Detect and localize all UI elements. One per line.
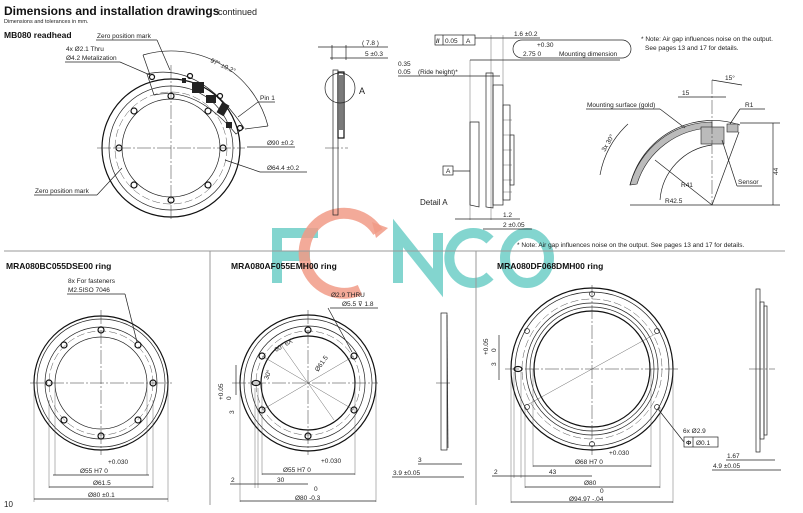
ring1-title: MRA080BC055DSE00 ring: [6, 261, 111, 271]
ring2-d80: Ø80 -0.3: [295, 495, 321, 502]
ring1-d61-5: Ø61.5: [93, 480, 111, 487]
ring2-tol: +0.030: [321, 458, 341, 465]
r1-label: R1: [745, 102, 754, 109]
continued-label: continued: [218, 7, 257, 17]
ring3-side-4-9: 4.9 ±0.05: [713, 463, 740, 470]
ring2-vtol-1: +0.05: [218, 383, 225, 400]
ring1-d80: Ø80 ±0.1: [88, 492, 115, 499]
ride-height-tolerance: 0.35: [398, 61, 411, 68]
fasteners-label-2: M2.5ISO 7046: [68, 287, 110, 294]
holes-label-2: Ø4.2 Metalization: [66, 55, 117, 62]
note-air-gap-1: * Note: Air gap influences noise on the …: [641, 36, 773, 43]
ring3-title: MRA080DF068DMH00 ring: [497, 261, 603, 271]
r42-5-label: R42.5: [665, 198, 683, 205]
ring2-vtol-2: 0: [226, 396, 233, 400]
ring3-dim-43: 43: [549, 469, 557, 476]
detail-a-title: Detail A: [420, 198, 448, 207]
angle-dimension: 97° ±0.2°: [209, 57, 237, 76]
dim-1-2: 1.2: [503, 212, 512, 219]
mounting-dimension-label: Mounting dimension: [559, 51, 618, 58]
ring2-thru-label: Ø2.9 THRU: [331, 292, 365, 299]
r41-label: R41: [681, 182, 693, 189]
ring2-angle-30: 30°: [262, 368, 273, 380]
mount-value: 2.75 0: [523, 51, 541, 58]
pin1-label: Pin 1: [260, 95, 275, 102]
mount-tolerance: +0.30: [537, 42, 554, 49]
position-value: Ø0.1: [696, 440, 710, 447]
ring2-dim-30: 30: [277, 477, 285, 484]
ring3-holes-label: 6x Ø2.9: [683, 428, 706, 435]
sensor-label: Sensor: [738, 179, 759, 186]
zero-mark-label-bottom: Zero position mark: [35, 188, 90, 195]
ring3-vtol-1: +0.05: [483, 338, 490, 355]
ring2-d55: Ø55 H7 0: [283, 467, 311, 474]
flatness-value: 0.05: [445, 38, 458, 45]
ring3-dim-2: 2: [494, 469, 498, 476]
ring2-counterbore-label: Ø5.5 ⊽ 1.8: [342, 300, 374, 308]
ride-height-label: (Ride height)*: [418, 69, 458, 76]
ring3-vtol-2: 0: [491, 348, 498, 352]
ring1-drawing: MRA080BC055DSE00 ring 8x For fasteners M…: [6, 261, 172, 502]
readhead-front-view: MB080 readhead 97° ±0.2° Zero position m…: [4, 30, 307, 220]
dim-15: 15: [682, 90, 690, 97]
ring2-vtol-3: 3: [229, 410, 236, 414]
detail-a-marker: A: [359, 86, 365, 96]
ring3-side-1-67: 1.67: [727, 453, 740, 460]
dim-2: 2 ±0.05: [503, 222, 525, 229]
zero-mark-label-top: Zero position mark: [97, 33, 152, 40]
ring3-vtol-3: 3: [491, 362, 498, 366]
ring2-dim-2: 2: [231, 477, 235, 484]
note-air-gap-2: See pages 13 and 17 for details.: [645, 45, 739, 52]
position-symbol: Φ: [686, 440, 692, 447]
page-title: Dimensions and installation drawings: [4, 4, 220, 18]
ring2-drawing: MRA080AF055EMH00 ring Ø2.9 THRU Ø5.5 ⊽ 1…: [218, 261, 464, 502]
ring3-d80: Ø80: [584, 480, 597, 487]
page-number: 10: [4, 500, 13, 509]
ring2-side-3: 3: [418, 457, 422, 464]
mounting-surface-label: Mounting surface (gold): [587, 102, 655, 109]
dim-1-6: 1.6 ±0.2: [514, 31, 538, 38]
ring1-d55: Ø55 H7 0: [80, 468, 108, 475]
ring3-drawing: MRA080DF068DMH00 ring +0.05 0 3 6x Ø2.9 …: [483, 261, 781, 503]
ring3-d68: Ø68 H7 0: [575, 459, 603, 466]
fenco-watermark-logo: [272, 207, 554, 299]
readhead-side-view: A ( 7.8 ) 5 ±0.3: [318, 40, 388, 216]
fasteners-label-1: 8x For fasteners: [68, 278, 116, 285]
holes-label-1: 4x Ø2.1 Thru: [66, 46, 104, 53]
ring2-title: MRA080AF055EMH00 ring: [231, 261, 337, 271]
angle-3x30: 3x 30°: [600, 133, 616, 153]
ring3-d95: Ø94.97 -.04: [569, 496, 604, 503]
flatness-datum: A: [466, 38, 471, 45]
sensor-mounting-view: 44 15° 15 Mounting surface (gold) R1 3x …: [586, 74, 780, 206]
angle-15: 15°: [725, 74, 735, 82]
page-subtitle: Dimensions and tolerances in mm.: [4, 19, 89, 25]
ride-height-value: 0.05: [398, 69, 411, 76]
note-air-gap-bottom: * Note: Air gap influences noise on the …: [517, 242, 744, 249]
dia64-label: Ø64.4 ±0.2: [267, 165, 300, 172]
ring2-side-3-9: 3.9 ±0.05: [393, 470, 420, 477]
readhead-title: MB080 readhead: [4, 30, 72, 40]
dia90-label: Ø90 ±0.2: [267, 140, 294, 147]
ring2-d80-tol: 0: [314, 486, 318, 493]
dim-5: 5 ±0.3: [365, 51, 383, 58]
ring3-tol: +0.030: [609, 450, 629, 457]
ring1-tol: +0.030: [108, 459, 128, 466]
dim-44: 44: [773, 167, 780, 175]
datum-a: A: [446, 168, 451, 175]
dim-7-8: ( 7.8 ): [362, 40, 379, 47]
ring3-d95-tol: 0: [600, 488, 604, 495]
detail-a-view: // 0.05 A 1.6 ±0.2 +0.30 2.75 0 Mounting…: [398, 31, 632, 230]
ring2-d61-5: Ø61.5: [314, 354, 330, 373]
flatness-symbol: //: [436, 38, 440, 45]
